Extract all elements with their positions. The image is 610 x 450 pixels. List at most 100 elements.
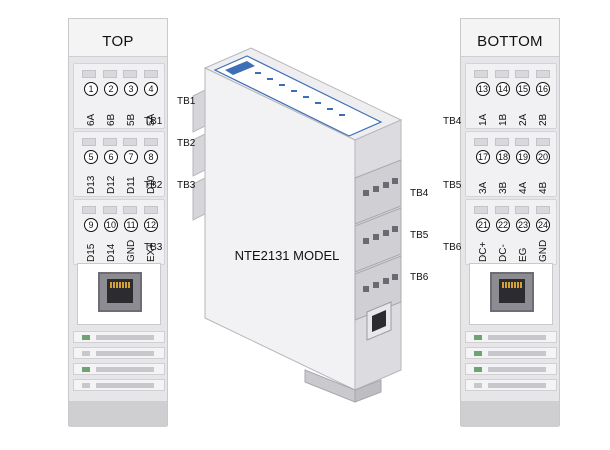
tb6-label: TB6	[443, 242, 462, 253]
pin-label: GND	[125, 239, 137, 262]
pin-number: 14	[496, 82, 510, 96]
center-tb3-label: TB3	[177, 180, 196, 191]
pin-number: 9	[84, 218, 98, 232]
center-tb2-label: TB2	[177, 138, 196, 149]
pin-15: 15 2A	[514, 82, 532, 126]
center-tb1-label: TB1	[177, 96, 196, 107]
center-tb5-label: TB5	[410, 230, 429, 241]
pin-number: 5	[84, 150, 98, 164]
status-led-strip	[465, 379, 557, 391]
pin-label: 2A	[517, 113, 529, 126]
ethernet-port	[469, 263, 553, 325]
pin-number: 16	[536, 82, 550, 96]
pin-number: 3	[124, 82, 138, 96]
pin-number: 23	[516, 218, 530, 232]
pin-number: 19	[516, 150, 530, 164]
pin-label: D11	[125, 176, 137, 194]
bottom-panel-header: BOTTOM	[461, 19, 559, 57]
module-led-icons	[255, 72, 345, 116]
tb1-connector	[192, 89, 206, 133]
top-panel-title: TOP	[102, 33, 134, 50]
pin-label: 6A	[85, 113, 97, 126]
top-panel-header: TOP	[69, 19, 167, 57]
pin-17: 17 3A	[474, 150, 492, 194]
status-led-strip	[465, 347, 557, 359]
pin-number: 21	[476, 218, 490, 232]
tb5-connector	[354, 207, 402, 273]
pin-number: 11	[124, 218, 138, 232]
pin-number: 2	[104, 82, 118, 96]
pin-label: D15	[85, 243, 97, 262]
rj45-jack-icon	[490, 272, 534, 312]
tb1-label: TB1	[144, 116, 163, 127]
pin-label: 4A	[517, 181, 529, 194]
tb3-label: TB3	[144, 242, 163, 253]
nte2131-module-illustration	[192, 47, 403, 403]
tb4-connector	[354, 159, 402, 225]
pin-number: 24	[536, 218, 550, 232]
pin-number: 10	[104, 218, 118, 232]
pin-label: DC+	[477, 241, 489, 262]
pin-label: D14	[105, 243, 117, 262]
pin-label: 5B	[125, 113, 137, 126]
tb5-label: TB5	[443, 180, 462, 191]
pin-label: EG	[517, 247, 529, 262]
status-led-strip	[465, 331, 557, 343]
pin-number: 18	[496, 150, 510, 164]
bottom-panel-title: BOTTOM	[477, 33, 543, 50]
pin-number: 13	[476, 82, 490, 96]
rj45-jack-icon	[98, 272, 142, 312]
pin-19: 19 4A	[514, 150, 532, 194]
tb2-connector	[192, 133, 206, 177]
rj45-jack-icon	[372, 310, 386, 332]
status-led-strip	[465, 363, 557, 375]
pin-label: 3A	[477, 181, 489, 194]
pin-label: 3B	[497, 181, 509, 194]
pin-number: 17	[476, 150, 490, 164]
brand-badge-icon	[225, 61, 255, 75]
status-led-strip	[73, 379, 165, 391]
pin-number: 6	[104, 150, 118, 164]
pin-number: 7	[124, 150, 138, 164]
din-rail-clip	[461, 401, 559, 427]
pin-number: 12	[144, 218, 158, 232]
status-led-strip	[73, 347, 165, 359]
pin-label: 1B	[497, 113, 509, 126]
pin-number: 15	[516, 82, 530, 96]
pin-18: 18 3B	[494, 150, 512, 194]
center-tb4-label: TB4	[410, 188, 429, 199]
din-rail-clip	[69, 401, 167, 427]
tb3-connector	[192, 177, 206, 221]
ethernet-port	[77, 263, 161, 325]
pin-label: DC-	[497, 244, 509, 262]
pin-label: 4B	[537, 181, 549, 194]
pin-number: 8	[144, 150, 158, 164]
pin-number: 22	[496, 218, 510, 232]
pin-number: 4	[144, 82, 158, 96]
pin-label: D12	[105, 175, 117, 194]
center-tb6-label: TB6	[410, 272, 429, 283]
tb4-label: TB4	[443, 116, 462, 127]
